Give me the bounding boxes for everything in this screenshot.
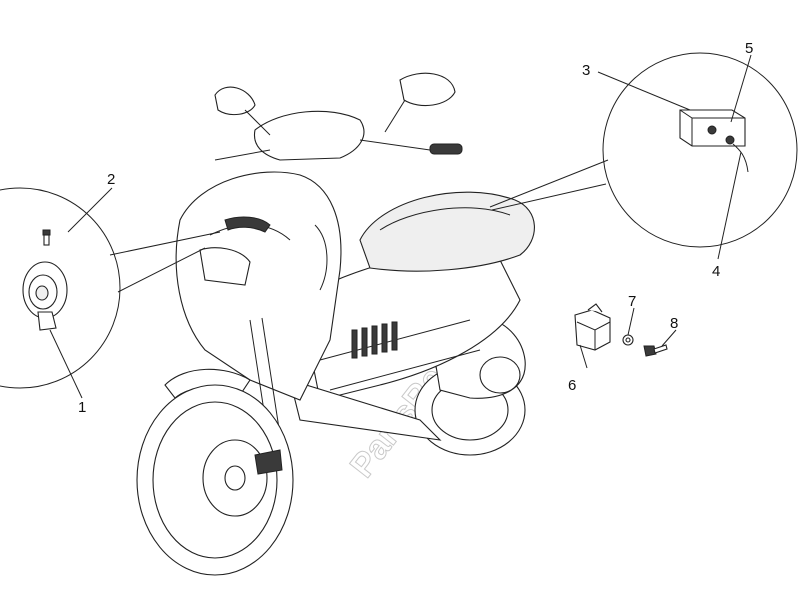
callout-labels: 1 2 3 4 5 6 7 8: [78, 40, 753, 416]
callout-1: 1: [78, 399, 86, 416]
leader-lines: [49, 54, 752, 399]
regulator-part: [574, 303, 668, 357]
side-grille: [351, 321, 398, 359]
horn-part: [22, 261, 68, 331]
scooter-illustration: [136, 72, 535, 576]
callout-7: 7: [628, 293, 636, 310]
callout-2: 2: [107, 171, 115, 188]
horn-inset: [0, 187, 221, 389]
battery-part: [679, 109, 749, 173]
callout-5: 5: [745, 40, 753, 57]
callout-3: 3: [582, 62, 590, 79]
horn-screw: [42, 229, 51, 246]
callout-8: 8: [670, 315, 678, 332]
callout-6: 6: [568, 377, 576, 394]
battery-inset: [489, 52, 798, 248]
callout-4: 4: [712, 263, 720, 280]
